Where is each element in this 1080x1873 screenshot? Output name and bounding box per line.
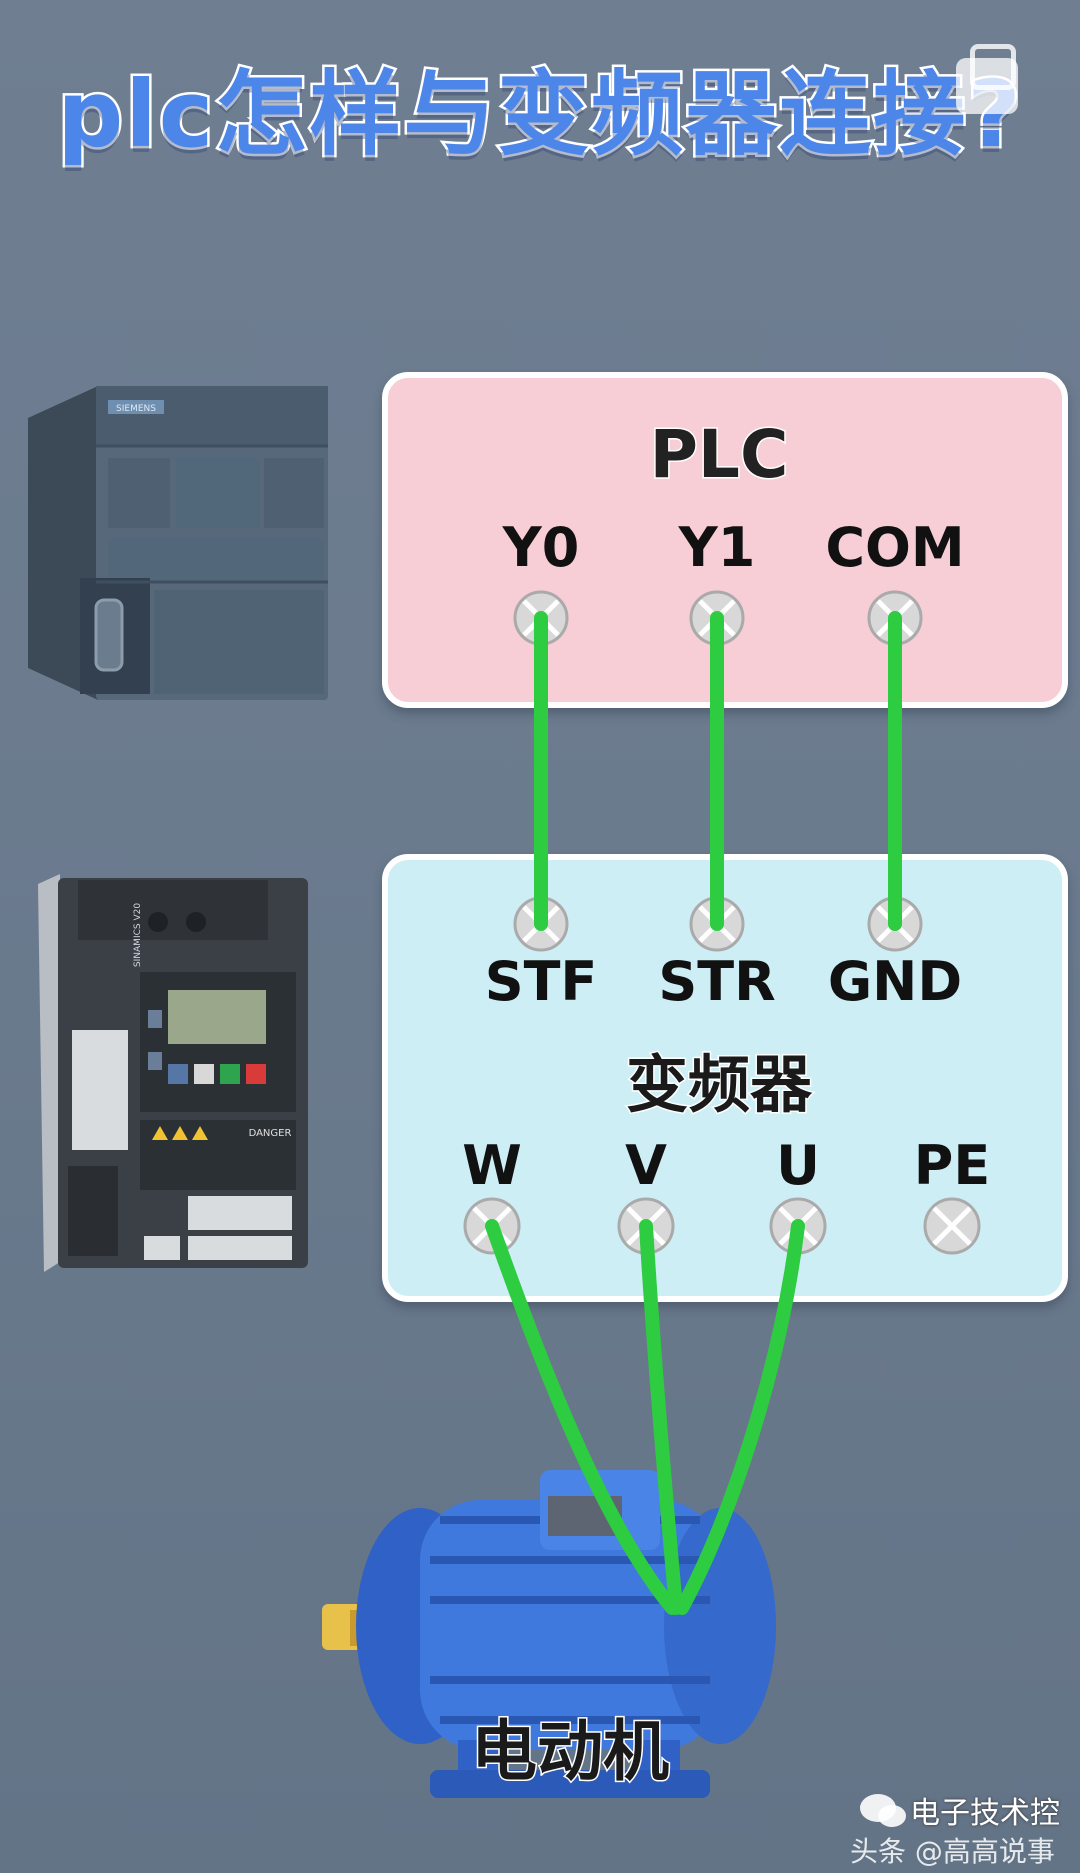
plc-panel	[382, 372, 1068, 708]
terminal-u-label: U	[776, 1134, 820, 1197]
share-icon[interactable]	[956, 44, 1018, 114]
motor-label: 电动机	[470, 1712, 671, 1792]
terminal-v-label: V	[625, 1134, 667, 1197]
wechat-logo-icon	[860, 1794, 906, 1827]
wire-u-motor	[675, 1219, 805, 1615]
terminal-com-label: COM	[825, 516, 965, 579]
inverter-label: 变频器	[624, 1047, 813, 1123]
plc-device-illustration: SIEMENS	[28, 386, 328, 700]
terminal-stf-label: STF	[484, 950, 598, 1013]
plc-label: PLC	[648, 415, 790, 495]
inverter-device-illustration: DANGER SINAMICS V20	[38, 874, 308, 1272]
watermark-platform: 头条 @高高说事	[850, 1835, 1055, 1868]
wire-w-motor	[485, 1219, 679, 1615]
inverter-output-terminals	[463, 1197, 981, 1255]
inverter-warning-text: DANGER	[249, 1128, 292, 1139]
terminal-pe-connector	[923, 1197, 981, 1255]
inverter-model-text: SINAMICS V20	[133, 903, 143, 967]
wires	[485, 611, 902, 1615]
watermark-source: 电子技术控	[910, 1796, 1060, 1831]
terminal-str-label: STR	[658, 950, 776, 1013]
terminal-y1-label: Y1	[678, 516, 756, 579]
terminal-y0-label: Y0	[502, 516, 580, 579]
terminal-w-label: W	[462, 1134, 522, 1197]
terminal-pe-label: PE	[913, 1134, 991, 1197]
terminal-gnd-label: GND	[827, 950, 963, 1013]
wire-v-motor	[639, 1219, 683, 1615]
plc-brand-text: SIEMENS	[116, 404, 156, 414]
page-title: plc怎样与变频器连接?	[55, 59, 1023, 171]
motor-illustration	[322, 1470, 776, 1798]
